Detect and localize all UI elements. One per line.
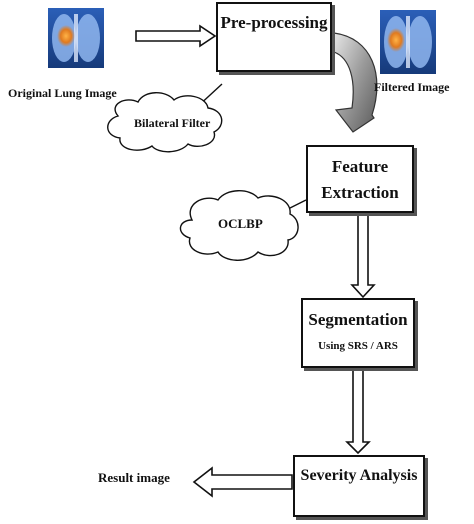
severity-analysis-title: Severity Analysis: [300, 467, 418, 484]
arrow-segmentation-to-severity-analysis: [345, 367, 371, 455]
feature-extraction-title-line1: Feature: [331, 157, 389, 176]
result-image-label: Result image: [98, 470, 170, 485]
original-lung-image-label: Original Lung Image: [8, 86, 117, 100]
filtered-lung-image-thumbnail: [380, 10, 436, 74]
arrow-original-to-preprocessing: [135, 24, 217, 48]
preprocessing-title: Pre-processing: [220, 13, 328, 32]
oclbp-cloud: [179, 190, 299, 261]
filtered-image-label: Filtered Image: [374, 80, 450, 94]
arrow-feature-extraction-to-segmentation: [350, 214, 376, 299]
feature-extraction-title-line2: Extraction: [321, 183, 399, 202]
arrow-preprocessing-to-feature-extraction: [333, 32, 378, 133]
oclbp-label: OCLBP: [218, 216, 263, 231]
feature-extraction-box: Feature Extraction: [306, 145, 414, 213]
arrow-severity-to-result-image: [192, 466, 293, 498]
bilateral-filter-cloud: [107, 92, 223, 153]
original-lung-image-thumbnail: [48, 8, 104, 68]
segmentation-subtitle: Using SRS / ARS: [318, 340, 398, 352]
segmentation-box: Segmentation Using SRS / ARS: [301, 298, 415, 368]
bilateral-filter-label: Bilateral Filter: [134, 116, 211, 130]
preprocessing-box: Pre-processing: [216, 2, 332, 72]
severity-analysis-box: Severity Analysis: [293, 455, 425, 517]
segmentation-title: Segmentation: [308, 310, 408, 329]
